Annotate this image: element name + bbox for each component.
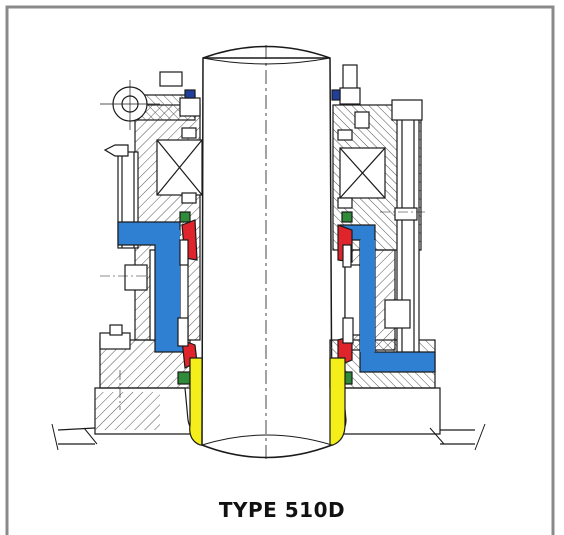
right-o-ring-upper (341, 211, 353, 223)
right-base-plate (337, 387, 441, 435)
diagram-caption: TYPE 510D (218, 498, 346, 522)
frame-border (5, 5, 555, 535)
right-seal-half (329, 64, 486, 451)
right-sleeve (329, 357, 346, 446)
left-seal-half (51, 71, 204, 451)
right-top-stud (342, 64, 358, 91)
left-o-ring-lower (177, 371, 191, 385)
shaft-body (201, 45, 333, 459)
left-o-ring-upper (179, 211, 191, 223)
shaft (201, 45, 333, 462)
left-sleeve (189, 357, 204, 446)
